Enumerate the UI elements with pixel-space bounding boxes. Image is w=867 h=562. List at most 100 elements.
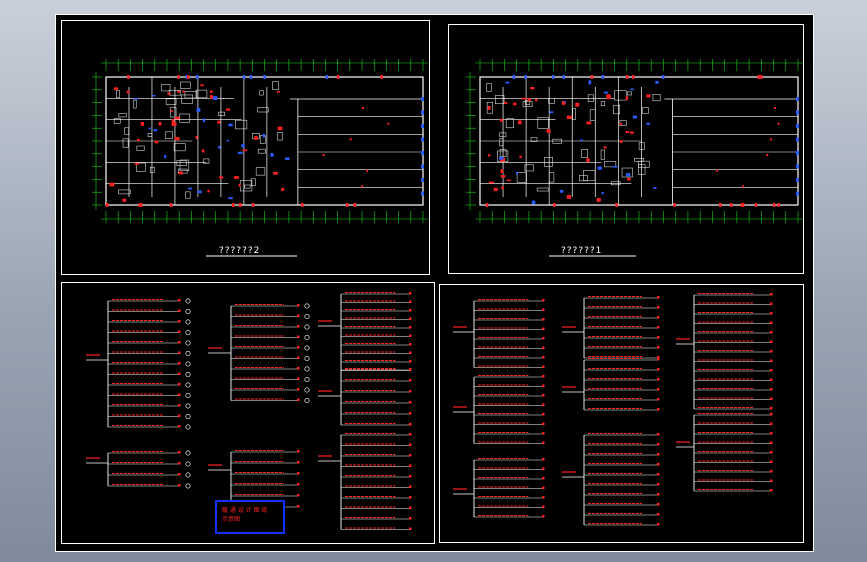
load-mark — [770, 413, 773, 416]
equipment-mark — [601, 192, 604, 195]
wall-outlet — [524, 75, 527, 79]
load-mark — [770, 369, 773, 372]
wall-outlet — [346, 203, 349, 207]
load-symbol — [185, 319, 191, 325]
equipment-mark — [109, 182, 115, 187]
frame-top-left — [61, 20, 430, 275]
wall-outlet — [138, 203, 142, 207]
hall-outlet — [774, 107, 777, 109]
equipment-mark — [113, 87, 119, 91]
wall-outlet — [195, 75, 199, 79]
wall-outlet — [169, 203, 173, 207]
room-detail — [621, 167, 633, 178]
room-detail — [257, 148, 266, 154]
room-detail — [613, 104, 620, 115]
load-mark — [409, 351, 412, 354]
equipment-mark — [171, 119, 175, 123]
load-mark — [542, 365, 545, 368]
wall-outlet — [601, 75, 605, 79]
room-detail — [652, 94, 661, 102]
equipment-mark — [200, 84, 204, 87]
load-symbol — [185, 392, 191, 399]
room-detail — [173, 143, 186, 152]
frame-bottom-right — [439, 284, 804, 543]
load-mark — [657, 388, 660, 391]
room-detail — [195, 89, 208, 99]
load-mark — [770, 312, 773, 315]
equipment-mark — [217, 120, 221, 124]
stamp-line-2: 示意图 — [222, 515, 240, 523]
room-detail — [250, 178, 256, 187]
window-mark — [421, 124, 424, 128]
wall-outlet — [485, 203, 489, 207]
hall-outlet — [349, 138, 352, 141]
load-mark — [542, 318, 545, 321]
hall-outlet — [777, 122, 780, 125]
wall-outlet — [673, 203, 676, 207]
equipment-mark — [632, 115, 637, 119]
load-mark — [657, 513, 660, 516]
equipment-mark — [606, 94, 611, 97]
hall-outlet — [387, 122, 390, 125]
load-symbol — [185, 403, 191, 409]
floor-plan-2 — [92, 59, 428, 223]
load-mark — [178, 372, 181, 375]
room-detail — [610, 181, 621, 186]
load-mark — [178, 330, 181, 333]
equipment-mark — [226, 139, 229, 142]
room-detail — [149, 166, 155, 173]
room-detail — [136, 145, 145, 151]
load-mark — [657, 358, 660, 361]
hall-outlet — [742, 185, 745, 188]
wall-outlet — [730, 203, 733, 207]
equipment-mark — [500, 175, 506, 178]
wall-outlet — [754, 203, 758, 207]
load-symbol — [304, 345, 310, 351]
load-mark — [657, 503, 660, 506]
equipment-mark — [566, 195, 572, 199]
room-detail — [165, 98, 177, 105]
window-mark — [421, 97, 424, 101]
load-mark — [542, 375, 545, 378]
load-mark — [297, 346, 300, 349]
room-detail — [548, 98, 555, 104]
load-mark — [297, 388, 300, 391]
wall-outlet — [551, 75, 555, 79]
load-mark — [409, 412, 412, 415]
room-detail — [180, 81, 191, 89]
equipment-mark — [228, 123, 233, 127]
equipment-mark — [170, 110, 174, 112]
wall-outlet — [590, 75, 594, 79]
equipment-mark — [546, 129, 551, 133]
load-mark — [770, 350, 773, 353]
cad-drawing-sheet: ??????2 ??????1 暖 通 设 计 图 纸 示意图 — [55, 14, 814, 552]
plan-title-2: ??????2 — [219, 246, 260, 256]
wall-outlet — [562, 75, 565, 79]
load-mark — [657, 433, 660, 436]
load-mark — [409, 390, 412, 393]
equipment-mark — [254, 136, 258, 140]
equipment-mark — [167, 92, 171, 95]
electrical-schematic-right — [453, 293, 773, 526]
load-mark — [297, 367, 300, 370]
equipment-mark — [625, 96, 629, 100]
wall-outlet — [127, 75, 130, 79]
load-symbol — [304, 397, 310, 404]
hall-outlet — [716, 169, 719, 172]
load-mark — [178, 299, 181, 302]
equipment-mark — [218, 145, 221, 149]
wall-outlet — [186, 75, 190, 79]
load-mark — [297, 450, 300, 453]
wall-outlet — [740, 203, 744, 207]
load-mark — [657, 523, 660, 526]
load-mark — [542, 337, 545, 340]
load-mark — [297, 335, 300, 338]
load-symbol — [185, 308, 191, 315]
room-detail — [638, 164, 646, 175]
equipment-mark — [500, 118, 503, 122]
load-mark — [657, 408, 660, 411]
equipment-mark — [626, 173, 631, 177]
room-detail — [118, 113, 127, 118]
equipment-mark — [158, 122, 162, 126]
load-mark — [297, 398, 300, 401]
